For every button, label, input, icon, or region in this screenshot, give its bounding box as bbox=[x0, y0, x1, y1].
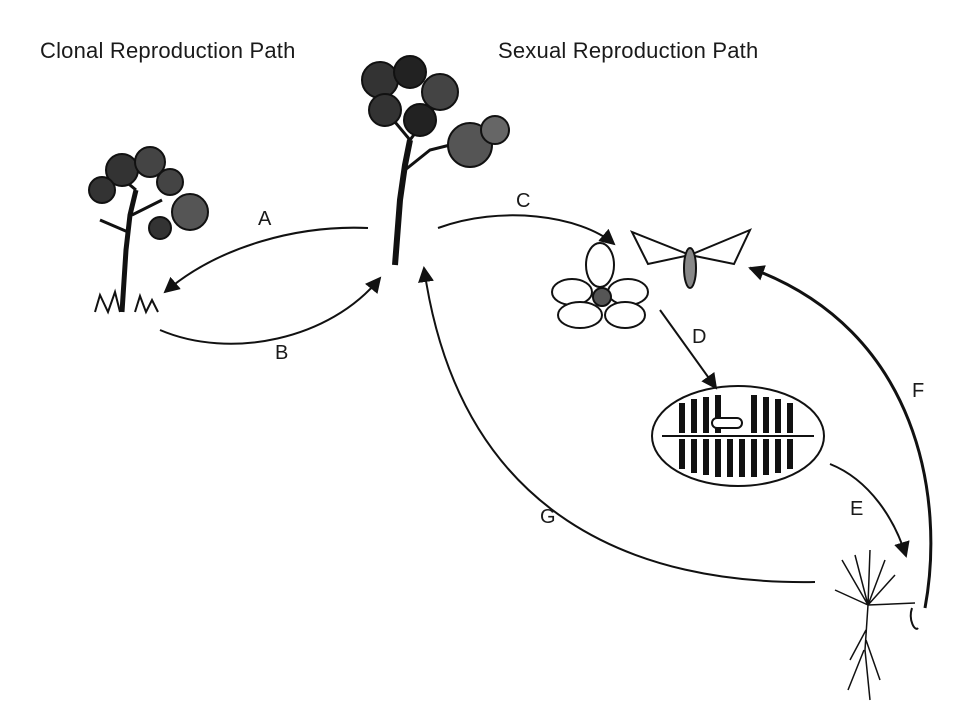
arrow-c bbox=[437, 214, 616, 246]
arrow-e bbox=[829, 463, 910, 558]
arrow-label-d: D bbox=[692, 326, 707, 348]
arrow-g bbox=[418, 266, 816, 584]
arrow-label-g: G bbox=[540, 506, 556, 528]
arrow-f bbox=[748, 265, 933, 609]
arrow-b bbox=[159, 276, 382, 345]
arrow-label-e: E bbox=[850, 498, 864, 520]
joshua-tree-parent-icon bbox=[361, 55, 510, 266]
yucca-moth-icon bbox=[629, 228, 753, 289]
arrow-label-a: A bbox=[258, 208, 272, 230]
joshua-tree-clone-icon bbox=[88, 146, 209, 315]
arrow-label-b: B bbox=[275, 342, 289, 364]
seed-pod-icon bbox=[651, 385, 825, 487]
clonal-path-heading: Clonal Reproduction Path bbox=[40, 38, 296, 63]
sexual-path-heading: Sexual Reproduction Path bbox=[498, 38, 759, 63]
arrow-a bbox=[163, 226, 369, 294]
arrow-d bbox=[659, 309, 718, 390]
arrow-label-f: F bbox=[912, 380, 925, 402]
seedling-icon bbox=[834, 549, 919, 701]
yucca-flower-icon bbox=[551, 242, 649, 329]
arrow-label-c: C bbox=[516, 190, 531, 212]
